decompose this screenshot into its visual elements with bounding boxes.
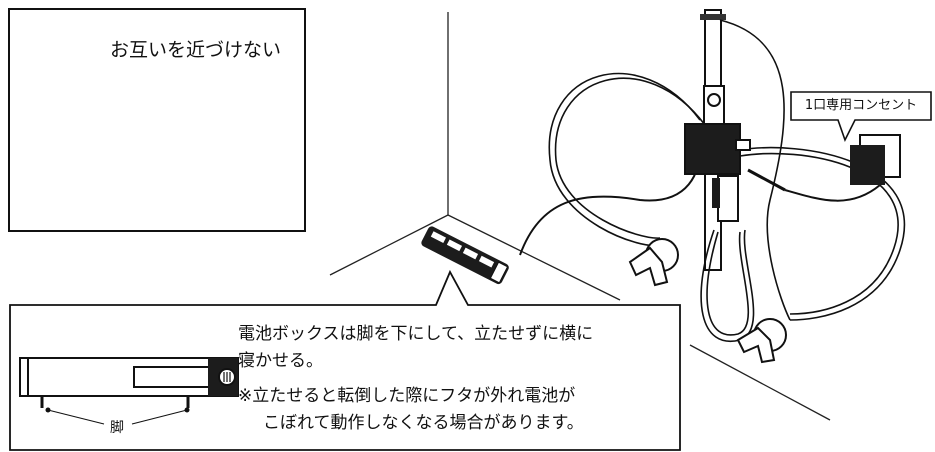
battery-cable — [519, 149, 701, 256]
battery-side-view — [19, 357, 239, 425]
controller-unit — [684, 123, 786, 222]
valve-right — [736, 318, 787, 364]
shower-hoses — [548, 19, 906, 343]
power-cable — [784, 184, 881, 202]
wall-outlet — [850, 134, 901, 185]
battery-box-floor — [421, 226, 509, 285]
warning-box — [8, 8, 306, 232]
leg-label: 脚 — [110, 420, 124, 436]
instruction-line-4: こぼれて動作しなくなる場合があります。 — [263, 413, 584, 433]
outlet-label: 1口専用コンセント — [804, 98, 918, 113]
instruction-bubble — [9, 269, 681, 451]
instruction-line-2: 寝かせる。 — [238, 351, 323, 371]
instruction-line-3: ※立たせると転倒した際にフタが外れ電池が — [238, 386, 576, 406]
instruction-line-1: 電池ボックスは脚を下にして、立たせずに横に — [238, 324, 594, 344]
wall-lines — [329, 12, 831, 421]
warning-title: お互いを近づけない — [110, 39, 282, 61]
outlet-callout — [790, 91, 932, 143]
valve-left — [628, 238, 679, 287]
